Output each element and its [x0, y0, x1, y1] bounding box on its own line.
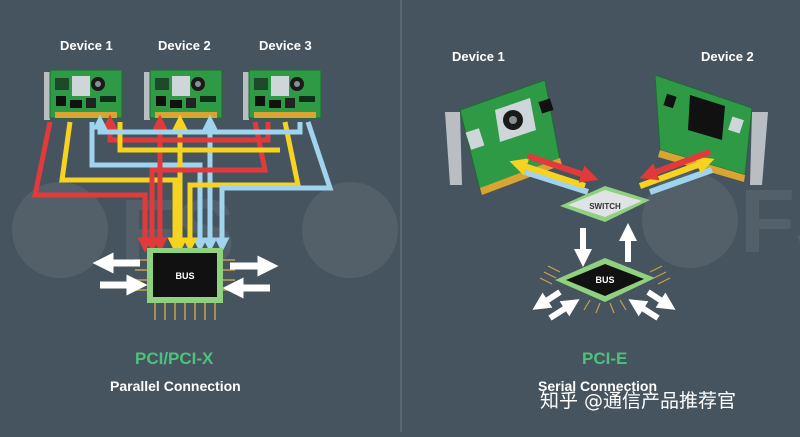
left-device-label-3: Device 3 — [259, 38, 312, 53]
bracket-2 — [144, 72, 150, 120]
watermark-text: 知乎 @通信产品推荐官 — [540, 390, 737, 412]
left-bus-io-arrows — [92, 252, 279, 299]
serial-lanes — [509, 149, 715, 195]
right-title: PCI-E — [582, 349, 628, 368]
right-bus-chip: BUS — [539, 258, 671, 314]
left-subtitle: Parallel Connection — [110, 378, 241, 394]
right-bus-io-arrows — [532, 289, 676, 321]
device-card-2 — [149, 69, 223, 119]
lane-device1-yellow — [509, 158, 586, 189]
signal-blue-top-1 — [92, 114, 303, 135]
right-subtitle: Serial Connection — [538, 378, 658, 394]
left-device-label-2: Device 2 — [158, 38, 211, 53]
bracket-1 — [44, 72, 50, 120]
signal-red-device-3 — [144, 121, 269, 253]
right-device-card-2 — [654, 74, 768, 185]
device-card-3 — [248, 69, 322, 119]
left-bus-chip: BUS — [135, 248, 235, 320]
switch-label: SWITCH — [589, 202, 621, 211]
parallel-signal-lines — [31, 114, 334, 253]
left-device-label-1: Device 1 — [60, 38, 113, 53]
lane-device1-blue — [524, 169, 589, 195]
signal-red-device-1 — [31, 121, 153, 253]
lane-device2-blue — [648, 167, 714, 195]
right-device-label-2: Device 2 — [701, 49, 754, 64]
rio-arrow-3 — [646, 289, 676, 310]
right-panel: SWITCH BUS — [445, 74, 768, 321]
bracket-3 — [243, 72, 249, 120]
right-device-card-1 — [445, 79, 562, 195]
lane-device2-red — [639, 149, 712, 181]
card-brackets — [44, 72, 249, 120]
rio-arrow-1 — [532, 289, 562, 310]
lane-device2-yellow — [638, 156, 715, 189]
rio-arrow-2 — [548, 299, 580, 321]
signal-blue-device-3 — [214, 121, 334, 253]
rio-arrow-4 — [628, 299, 660, 321]
watermark-logo-right: FS — [740, 172, 800, 272]
left-bus-label: BUS — [175, 271, 194, 281]
switch-chip: SWITCH — [560, 186, 650, 222]
signal-blue-device-1 — [89, 122, 208, 253]
right-bus-label: BUS — [595, 275, 614, 285]
device-card-1 — [49, 69, 123, 119]
lane-device1-red — [527, 153, 599, 183]
right-device-label-1: Device 1 — [452, 49, 505, 64]
switch-bus-arrows — [574, 223, 637, 267]
left-panel: BUS — [31, 69, 334, 320]
signal-yellow-device-3 — [182, 121, 302, 253]
left-title: PCI/PCI-X — [135, 349, 214, 368]
